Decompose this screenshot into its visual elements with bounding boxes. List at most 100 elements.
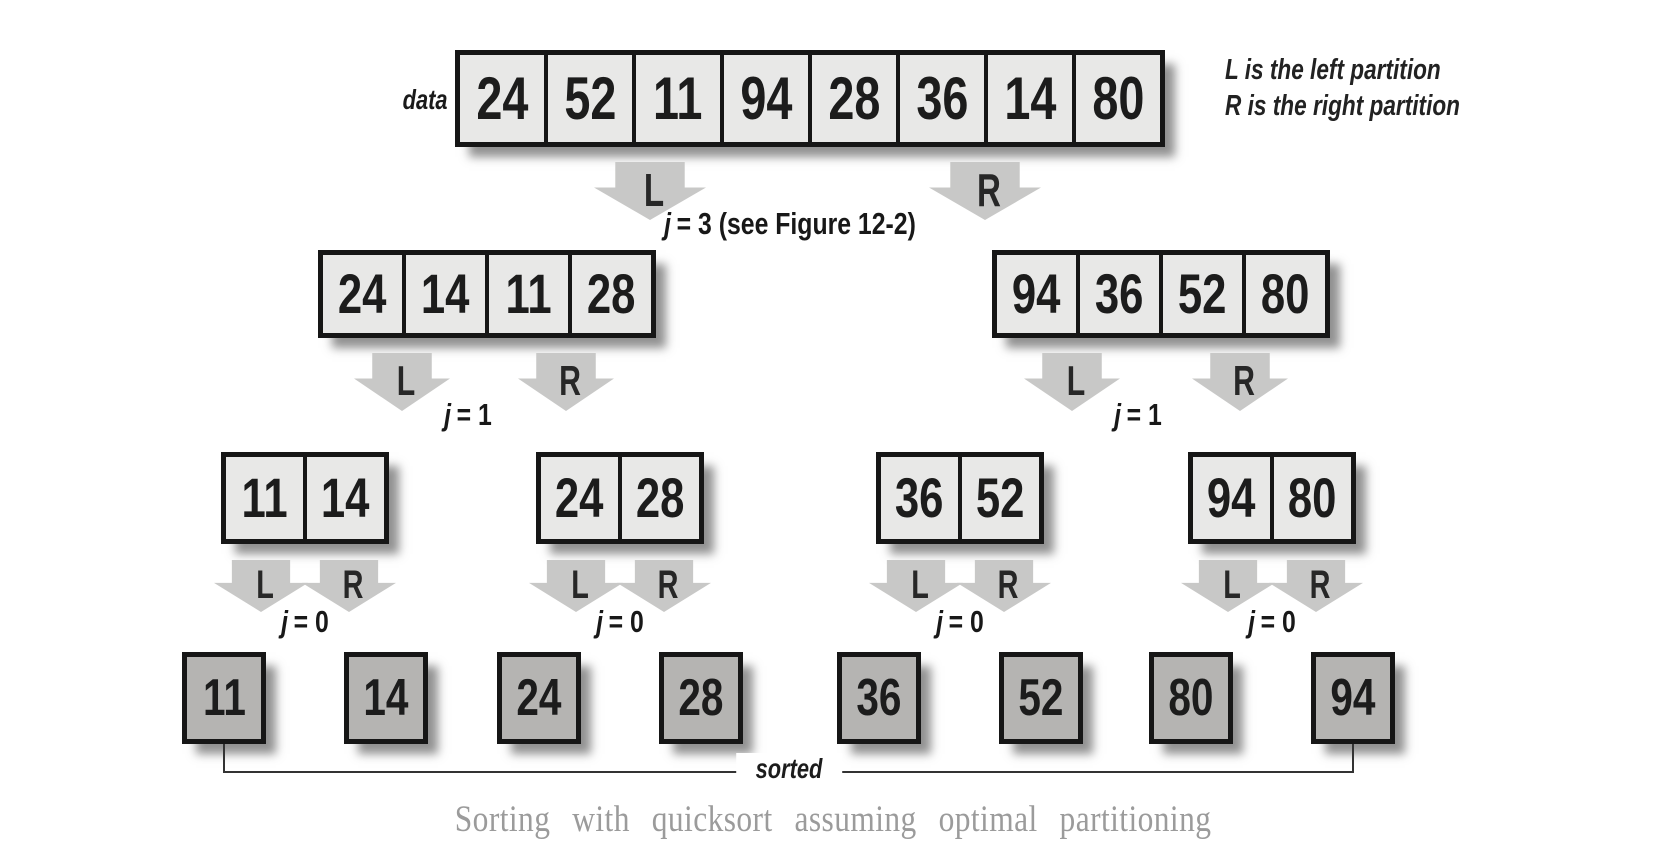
array-cell: 36 bbox=[1080, 255, 1159, 333]
sorted-bracket-right-tick bbox=[1352, 744, 1354, 773]
j-label-level3-0: j= 0 bbox=[275, 604, 335, 640]
array-cell: 28 bbox=[622, 457, 699, 539]
array-cell-value: 14 bbox=[1003, 64, 1057, 132]
j-variable: j bbox=[1114, 397, 1122, 432]
array-cell: 24 bbox=[323, 255, 402, 333]
array-cell: 28 bbox=[812, 55, 896, 142]
array-cell: 11 bbox=[636, 55, 720, 142]
array-cell-value: 24 bbox=[516, 669, 562, 727]
array-cell-value: 28 bbox=[636, 466, 685, 529]
figure-caption: Sorting with quicksort assuming optimal … bbox=[454, 799, 1212, 840]
arrow-right-label: R bbox=[342, 562, 364, 607]
array-cell: 11 bbox=[489, 255, 568, 333]
arrow-right-label: R bbox=[997, 562, 1019, 607]
sorted-cell-6: 80 bbox=[1149, 652, 1233, 744]
data-array-label: data bbox=[300, 84, 448, 116]
array-cell: 36 bbox=[900, 55, 984, 142]
j-value-text: = 1 bbox=[1126, 397, 1162, 432]
data-array-label-text: data bbox=[403, 84, 448, 115]
j-variable: j bbox=[936, 604, 944, 639]
arrow-left-label: L bbox=[1223, 562, 1241, 607]
array-cell-value: 36 bbox=[915, 64, 969, 132]
array-cell-value: 11 bbox=[505, 262, 552, 325]
j-value-text: = 3 (see Figure 12-2) bbox=[676, 206, 916, 241]
j-variable: j bbox=[1248, 604, 1256, 639]
j-label-level1: j= 3 (see Figure 12-2) bbox=[633, 206, 948, 242]
array-cell-value: 36 bbox=[1095, 262, 1144, 325]
array-pair-1: 24 28 bbox=[536, 452, 704, 544]
legend-right-partition-line: R is the right partition bbox=[1225, 90, 1460, 122]
array-left-partition: 24 14 11 28 bbox=[318, 250, 656, 338]
array-pair-3: 94 80 bbox=[1188, 452, 1356, 544]
arrow-left-label: L bbox=[256, 562, 274, 607]
array-cell: 28 bbox=[664, 657, 738, 739]
array-cell-value: 94 bbox=[739, 64, 793, 132]
j-value-text: = 0 bbox=[608, 604, 644, 639]
legend: L is the left partition R is the right p… bbox=[1225, 52, 1526, 124]
array-cell: 24 bbox=[502, 657, 576, 739]
arrow-left-label: L bbox=[396, 356, 416, 404]
array-cell-value: 14 bbox=[421, 262, 470, 325]
array-cell: 80 bbox=[1274, 457, 1351, 539]
array-cell-value: 80 bbox=[1091, 64, 1145, 132]
arrow-right-label: R bbox=[977, 163, 1001, 216]
array-cell-value: 52 bbox=[1178, 262, 1227, 325]
j-label-level3-1: j= 0 bbox=[590, 604, 650, 640]
array-cell: 94 bbox=[724, 55, 808, 142]
sorted-bracket-left-tick bbox=[223, 744, 225, 773]
array-cell-value: 24 bbox=[338, 262, 387, 325]
array-cell-value: 36 bbox=[856, 669, 902, 727]
array-cell: 52 bbox=[962, 457, 1039, 539]
array-cell-value: 94 bbox=[1012, 262, 1061, 325]
array-cell-value: 24 bbox=[475, 64, 529, 132]
array-cell-value: 52 bbox=[563, 64, 617, 132]
sorted-cell-7: 94 bbox=[1311, 652, 1395, 744]
array-cell: 94 bbox=[997, 255, 1076, 333]
arrow-right-label: R bbox=[1309, 562, 1331, 607]
array-cell: 52 bbox=[548, 55, 632, 142]
array-cell: 52 bbox=[1004, 657, 1078, 739]
array-cell: 14 bbox=[349, 657, 423, 739]
array-cell-value: 28 bbox=[678, 669, 724, 727]
array-cell-value: 14 bbox=[321, 466, 370, 529]
array-cell-value: 52 bbox=[1018, 669, 1064, 727]
array-cell: 24 bbox=[541, 457, 618, 539]
array-cell: 94 bbox=[1316, 657, 1390, 739]
array-cell-value: 36 bbox=[895, 466, 944, 529]
array-cell-value: 80 bbox=[1261, 262, 1310, 325]
j-label-level3-3: j= 0 bbox=[1242, 604, 1302, 640]
array-cell: 80 bbox=[1154, 657, 1228, 739]
j-value-text: = 1 bbox=[456, 397, 492, 432]
array-cell: 94 bbox=[1193, 457, 1270, 539]
array-cell-value: 14 bbox=[363, 669, 409, 727]
sorted-cell-3: 28 bbox=[659, 652, 743, 744]
j-label-level2-right: j= 1 bbox=[1108, 397, 1168, 433]
sorted-cell-2: 24 bbox=[497, 652, 581, 744]
j-variable: j bbox=[596, 604, 604, 639]
array-right-partition: 94 36 52 80 bbox=[992, 250, 1330, 338]
array-cell-value: 11 bbox=[241, 466, 288, 529]
array-cell: 24 bbox=[460, 55, 544, 142]
sorted-label: sorted bbox=[736, 753, 842, 785]
array-cell-value: 94 bbox=[1207, 466, 1256, 529]
array-cell-value: 11 bbox=[202, 669, 246, 727]
array-cell: 36 bbox=[881, 457, 958, 539]
array-cell-value: 94 bbox=[1330, 669, 1376, 727]
arrow-right-label: R bbox=[559, 356, 581, 404]
array-cell-value: 11 bbox=[653, 64, 703, 132]
array-cell-value: 28 bbox=[827, 64, 881, 132]
array-cell: 11 bbox=[226, 457, 303, 539]
arrow-right-label: R bbox=[657, 562, 679, 607]
array-cell: 14 bbox=[307, 457, 384, 539]
j-value-text: = 0 bbox=[293, 604, 329, 639]
array-cell: 80 bbox=[1076, 55, 1160, 142]
array-cell: 14 bbox=[406, 255, 485, 333]
sorted-cell-1: 14 bbox=[344, 652, 428, 744]
array-cell: 28 bbox=[572, 255, 651, 333]
arrow-left-label: L bbox=[643, 163, 665, 216]
array-cell: 11 bbox=[187, 657, 261, 739]
j-label-level2-left: j= 1 bbox=[438, 397, 498, 433]
sorted-cell-4: 36 bbox=[837, 652, 921, 744]
array-cell-value: 80 bbox=[1168, 669, 1214, 727]
